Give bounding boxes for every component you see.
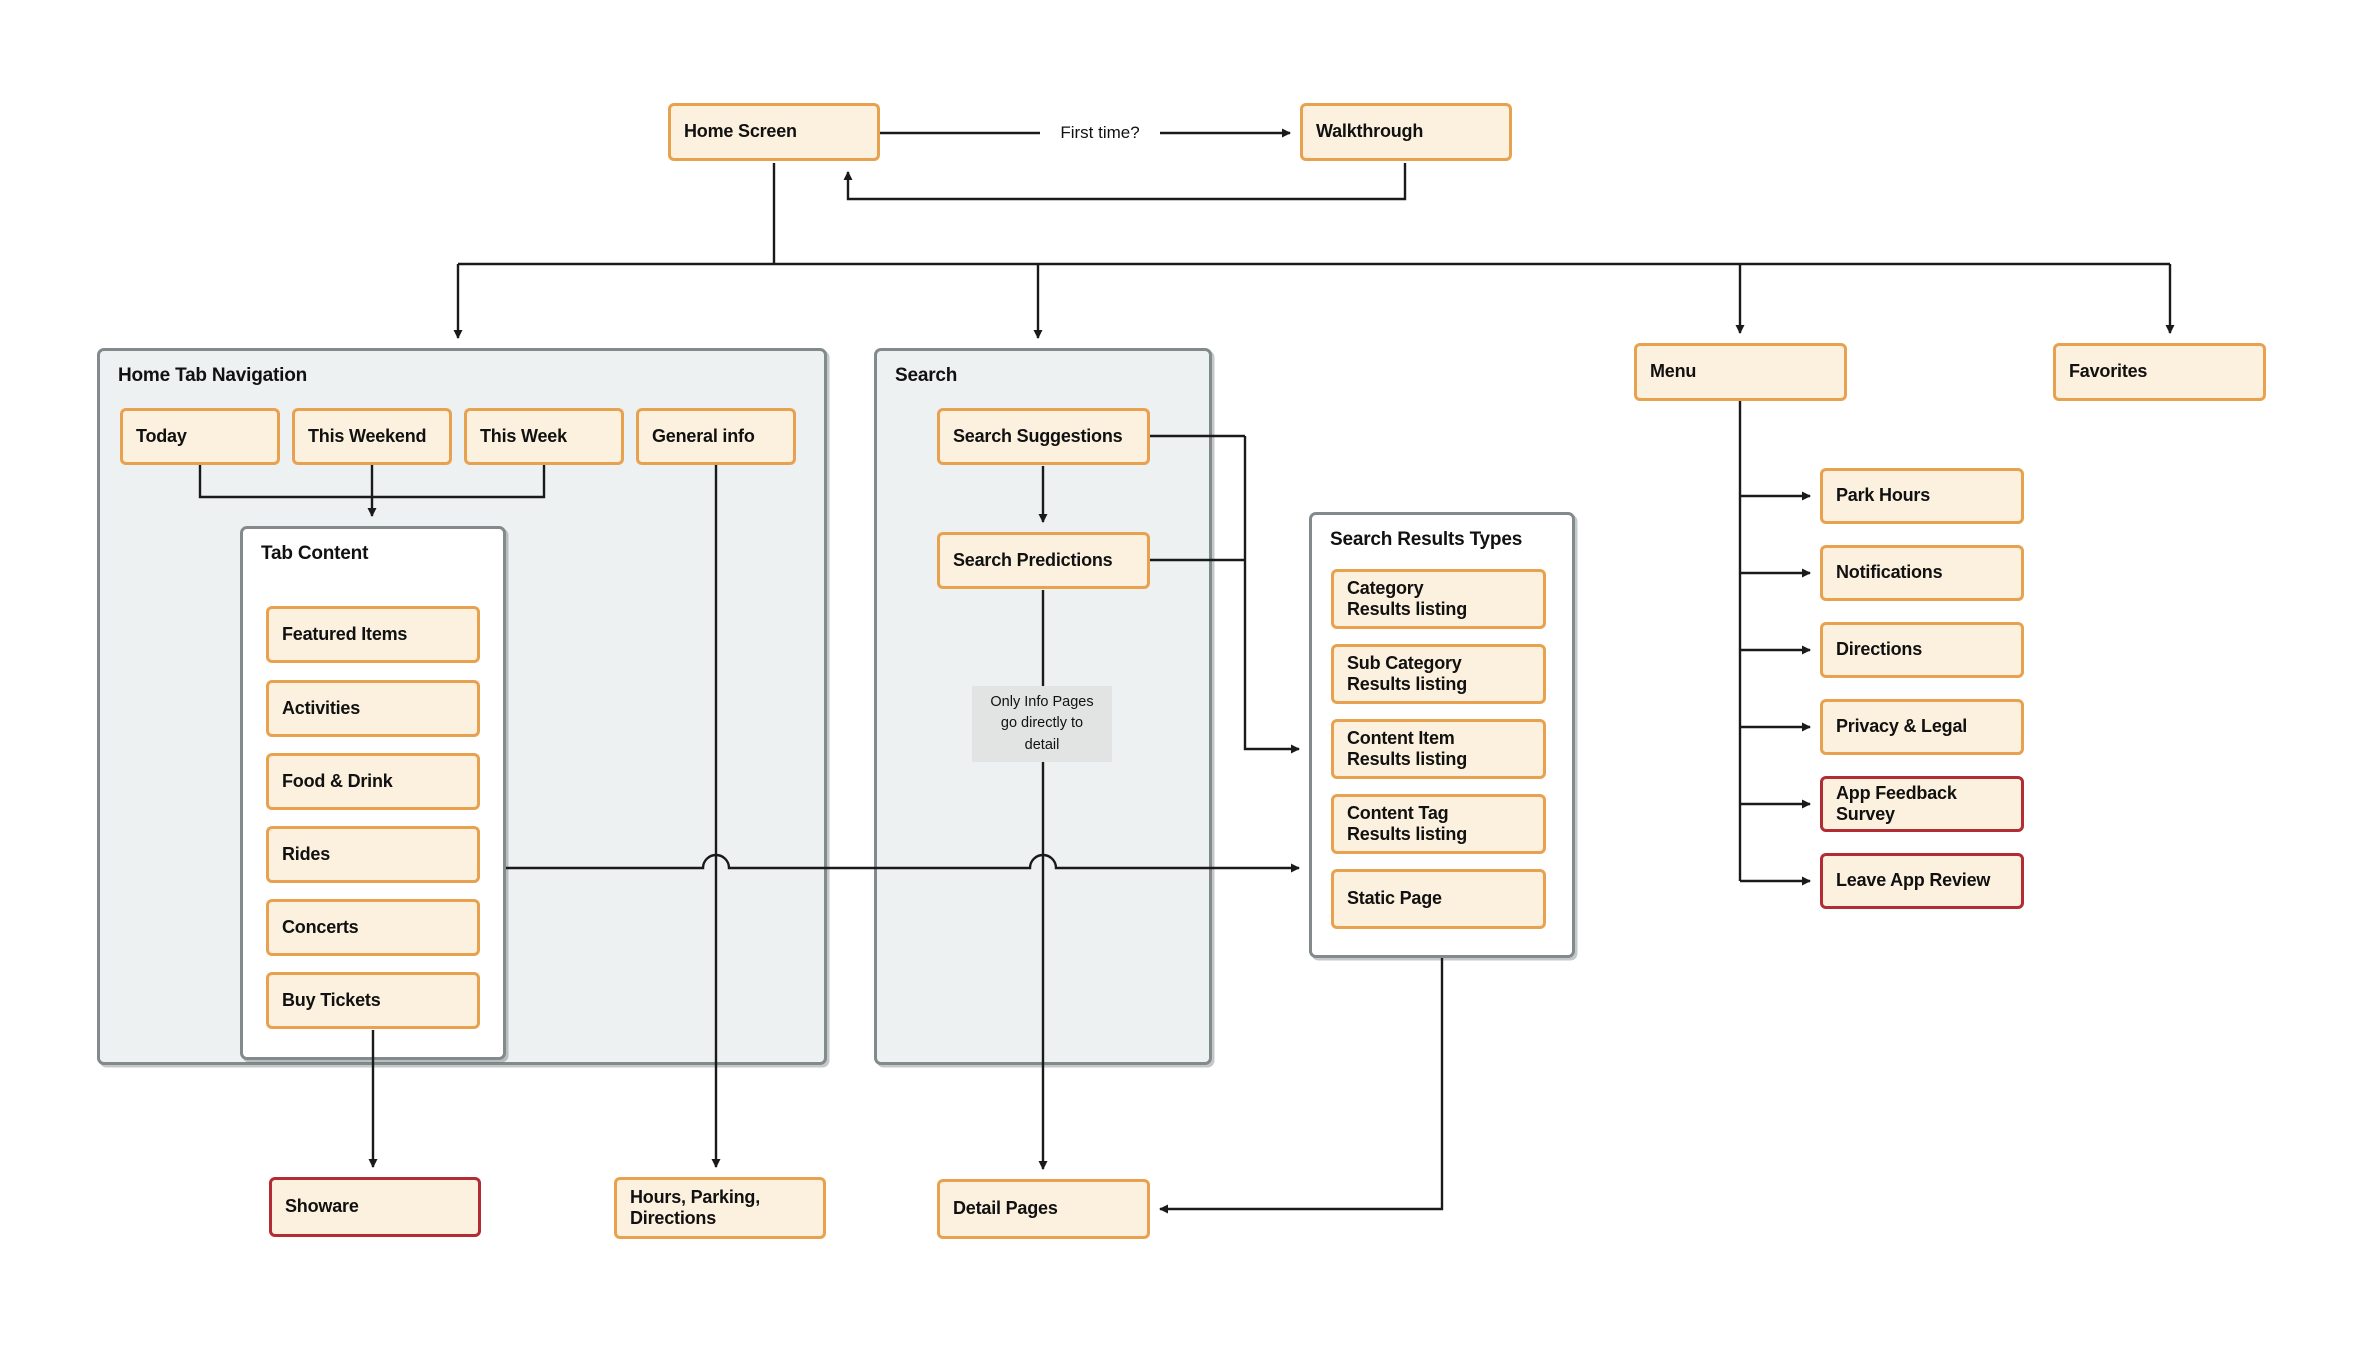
this-weekend-node: This Weekend: [292, 408, 452, 465]
search-results-types-container-label: Search Results Types: [1330, 529, 1523, 550]
leave-app-review-node: Leave App Review: [1820, 853, 2024, 909]
menu-node: Menu: [1634, 343, 1847, 401]
privacy-legal-node: Privacy & Legal: [1820, 699, 2024, 755]
content-tag-results-node: Content Tag Results listing: [1331, 794, 1546, 854]
sub-category-results-node: Sub Category Results listing: [1331, 644, 1546, 704]
category-results-node: Category Results listing: [1331, 569, 1546, 629]
edge-walkthrough-return: [843, 163, 1407, 201]
search-suggestions-node: Search Suggestions: [937, 408, 1150, 465]
home-screen-node: Home Screen: [668, 103, 880, 161]
today-node: Today: [120, 408, 280, 465]
edge-tab-content-out: [506, 853, 1300, 873]
search-predictions-node: Search Predictions: [937, 532, 1150, 589]
park-hours-node: Park Hours: [1820, 468, 2024, 524]
notifications-node: Notifications: [1820, 545, 2024, 601]
food-drink-node: Food & Drink: [266, 753, 480, 810]
app-feedback-survey-node: App Feedback Survey: [1820, 776, 2024, 832]
content-item-results-node: Content Item Results listing: [1331, 719, 1546, 779]
this-week-node: This Week: [464, 408, 624, 465]
concerts-node: Concerts: [266, 899, 480, 956]
activities-node: Activities: [266, 680, 480, 737]
general-info-node: General info: [636, 408, 796, 465]
static-page-node: Static Page: [1331, 869, 1546, 929]
search-container-label: Search: [895, 365, 958, 386]
featured-items-node: Featured Items: [266, 606, 480, 663]
first-time-edge-label: First time?: [1042, 120, 1158, 146]
rides-node: Rides: [266, 826, 480, 883]
hours-parking-directions-node: Hours, Parking, Directions: [614, 1177, 826, 1239]
directions-node: Directions: [1820, 622, 2024, 678]
search-detail-note: Only Info Pages go directly to detail: [972, 686, 1112, 762]
edge-results-to-detail: [1159, 958, 1444, 1214]
buy-tickets-node: Buy Tickets: [266, 972, 480, 1029]
walkthrough-node: Walkthrough: [1300, 103, 1512, 161]
detail-pages-node: Detail Pages: [937, 1179, 1150, 1239]
tab-content-container-label: Tab Content: [261, 543, 369, 564]
home-tab-navigation-container-label: Home Tab Navigation: [118, 365, 308, 386]
favorites-node: Favorites: [2053, 343, 2266, 401]
showare-node: Showare: [269, 1177, 481, 1237]
edge-search-merge-to-results: [1243, 436, 1300, 754]
